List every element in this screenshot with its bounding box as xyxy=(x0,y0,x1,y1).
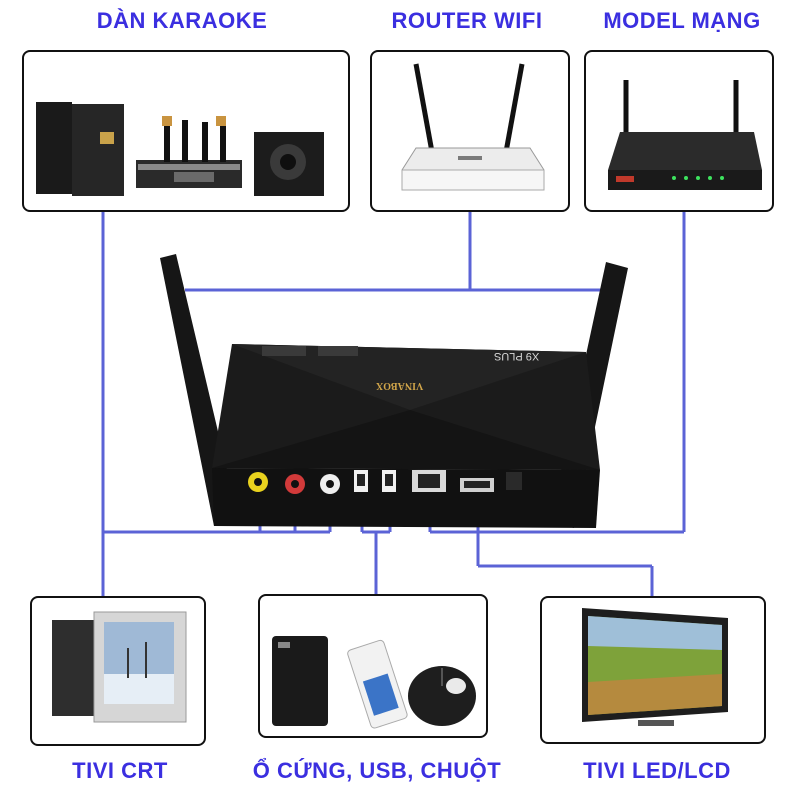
modem-image xyxy=(608,80,762,190)
karaoke-box xyxy=(22,50,350,212)
modem-box xyxy=(584,50,774,212)
label-tivi-led: TIVI LED/LCD xyxy=(583,758,731,783)
router-image xyxy=(401,63,545,191)
storage-devices-image xyxy=(272,636,476,729)
label-karaoke: DÀN KARAOKE xyxy=(96,8,268,33)
storage-box xyxy=(258,594,488,738)
device-model-label: X9 PLUS xyxy=(494,350,540,362)
karaoke-speakers-image xyxy=(36,102,324,196)
label-tivi-crt: TIVI CRT xyxy=(72,758,168,783)
led-tv-box xyxy=(540,596,766,744)
led-tv-image xyxy=(582,608,728,726)
label-router-wifi: ROUTER WIFI xyxy=(391,8,543,33)
crt-tv-image xyxy=(52,611,187,723)
crt-tv-box xyxy=(30,596,206,746)
device-brand-logo: VINABOX xyxy=(376,380,424,391)
router-box xyxy=(370,50,570,212)
label-modem: MODEL MẠNG xyxy=(603,8,761,33)
label-storage: Ổ CỨNG, USB, CHUỘT xyxy=(252,758,502,783)
